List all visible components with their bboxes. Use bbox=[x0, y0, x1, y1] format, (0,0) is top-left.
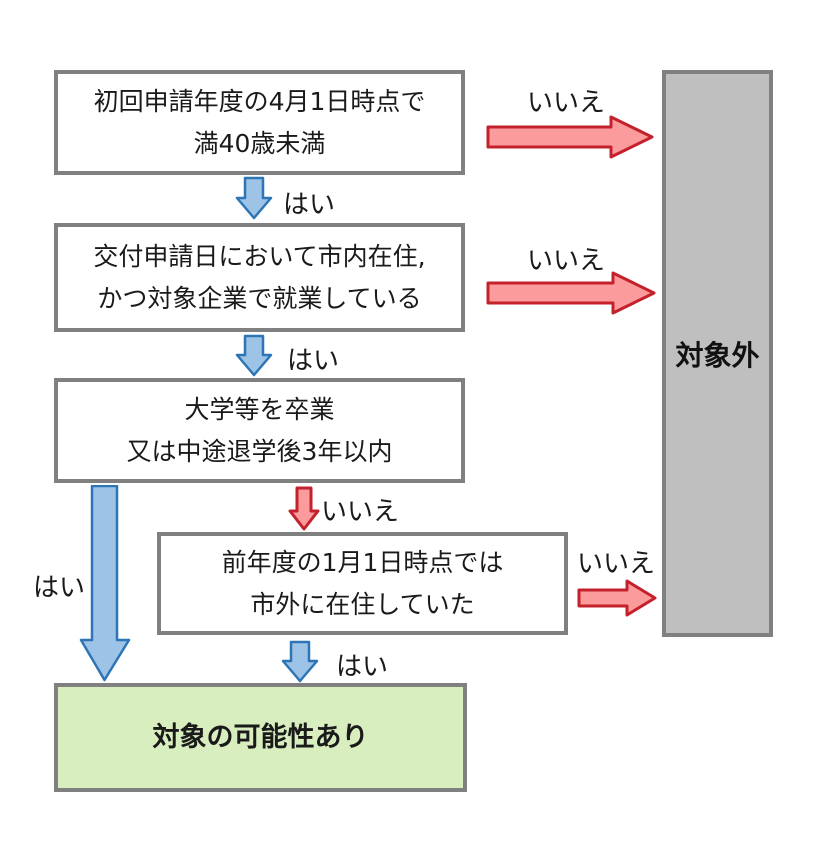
no-label-q2: いいえ bbox=[527, 246, 606, 276]
question-box-age-line2: 満40歳未満 bbox=[193, 128, 326, 158]
yes-label-q4: はい bbox=[336, 652, 389, 682]
yes-arrow-q4-eligible bbox=[281, 640, 319, 683]
question-box-prior-residence: 前年度の1月1日時点では 市外に在住していた bbox=[157, 532, 568, 635]
question-box-graduation-line1: 大学等を卒業 bbox=[184, 394, 335, 424]
question-box-prior-residence-line2: 市外に在住していた bbox=[250, 589, 475, 619]
question-box-residence-employment: 交付申請日において市内在住, かつ対象企業で就業している bbox=[54, 223, 465, 332]
no-arrow-q3-q4 bbox=[288, 486, 320, 531]
yes-arrow-q1-q2 bbox=[235, 176, 273, 220]
question-box-graduation: 大学等を卒業 又は中途退学後3年以内 bbox=[54, 378, 465, 483]
yes-label-q1: はい bbox=[283, 190, 336, 220]
question-box-residence-line1: 交付申請日において市内在住, bbox=[93, 241, 426, 271]
question-box-graduation-line2: 又は中途退学後3年以内 bbox=[126, 436, 393, 466]
no-arrow-q2-excluded bbox=[486, 271, 656, 315]
result-box-eligible-label: 対象の可能性あり bbox=[152, 721, 369, 753]
question-box-age-line1: 初回申請年度の4月1日時点で bbox=[93, 86, 426, 116]
no-label-q4: いいえ bbox=[577, 549, 656, 579]
no-arrow-q1-excluded bbox=[486, 115, 654, 159]
no-arrow-q4-excluded bbox=[577, 579, 657, 617]
question-box-age: 初回申請年度の4月1日時点で 満40歳未満 bbox=[54, 70, 465, 175]
question-box-residence-line2: かつ対象企業で就業している bbox=[97, 283, 422, 313]
yes-label-q3: はい bbox=[33, 573, 86, 603]
result-box-excluded-label: 対象外 bbox=[675, 338, 760, 372]
question-box-prior-residence-line1: 前年度の1月1日時点では bbox=[221, 547, 504, 577]
yes-arrow-q3-eligible bbox=[79, 485, 131, 682]
yes-label-q2: はい bbox=[287, 346, 340, 376]
no-label-q3: いいえ bbox=[321, 497, 400, 527]
result-box-excluded: 対象外 bbox=[662, 70, 773, 637]
no-label-q1: いいえ bbox=[527, 88, 606, 118]
result-box-eligible: 対象の可能性あり bbox=[54, 683, 467, 792]
yes-arrow-q2-q3 bbox=[235, 334, 273, 377]
